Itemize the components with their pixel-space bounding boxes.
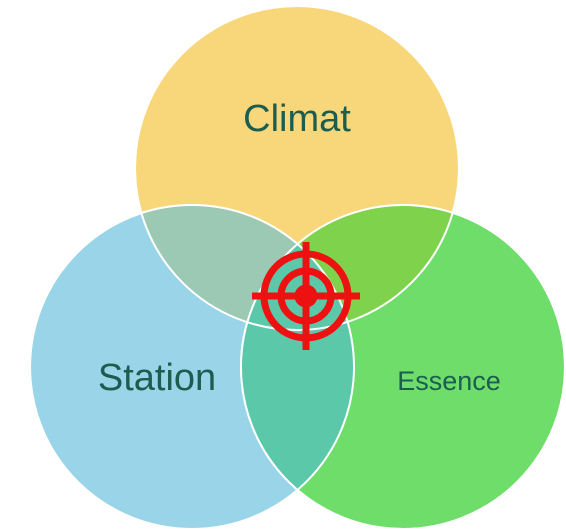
label-essence: Essence bbox=[397, 366, 501, 396]
label-climat: Climat bbox=[243, 98, 351, 140]
overlap-station-essence bbox=[241, 205, 354, 529]
label-station: Station bbox=[98, 357, 216, 399]
target-crosshair-icon bbox=[252, 242, 360, 350]
